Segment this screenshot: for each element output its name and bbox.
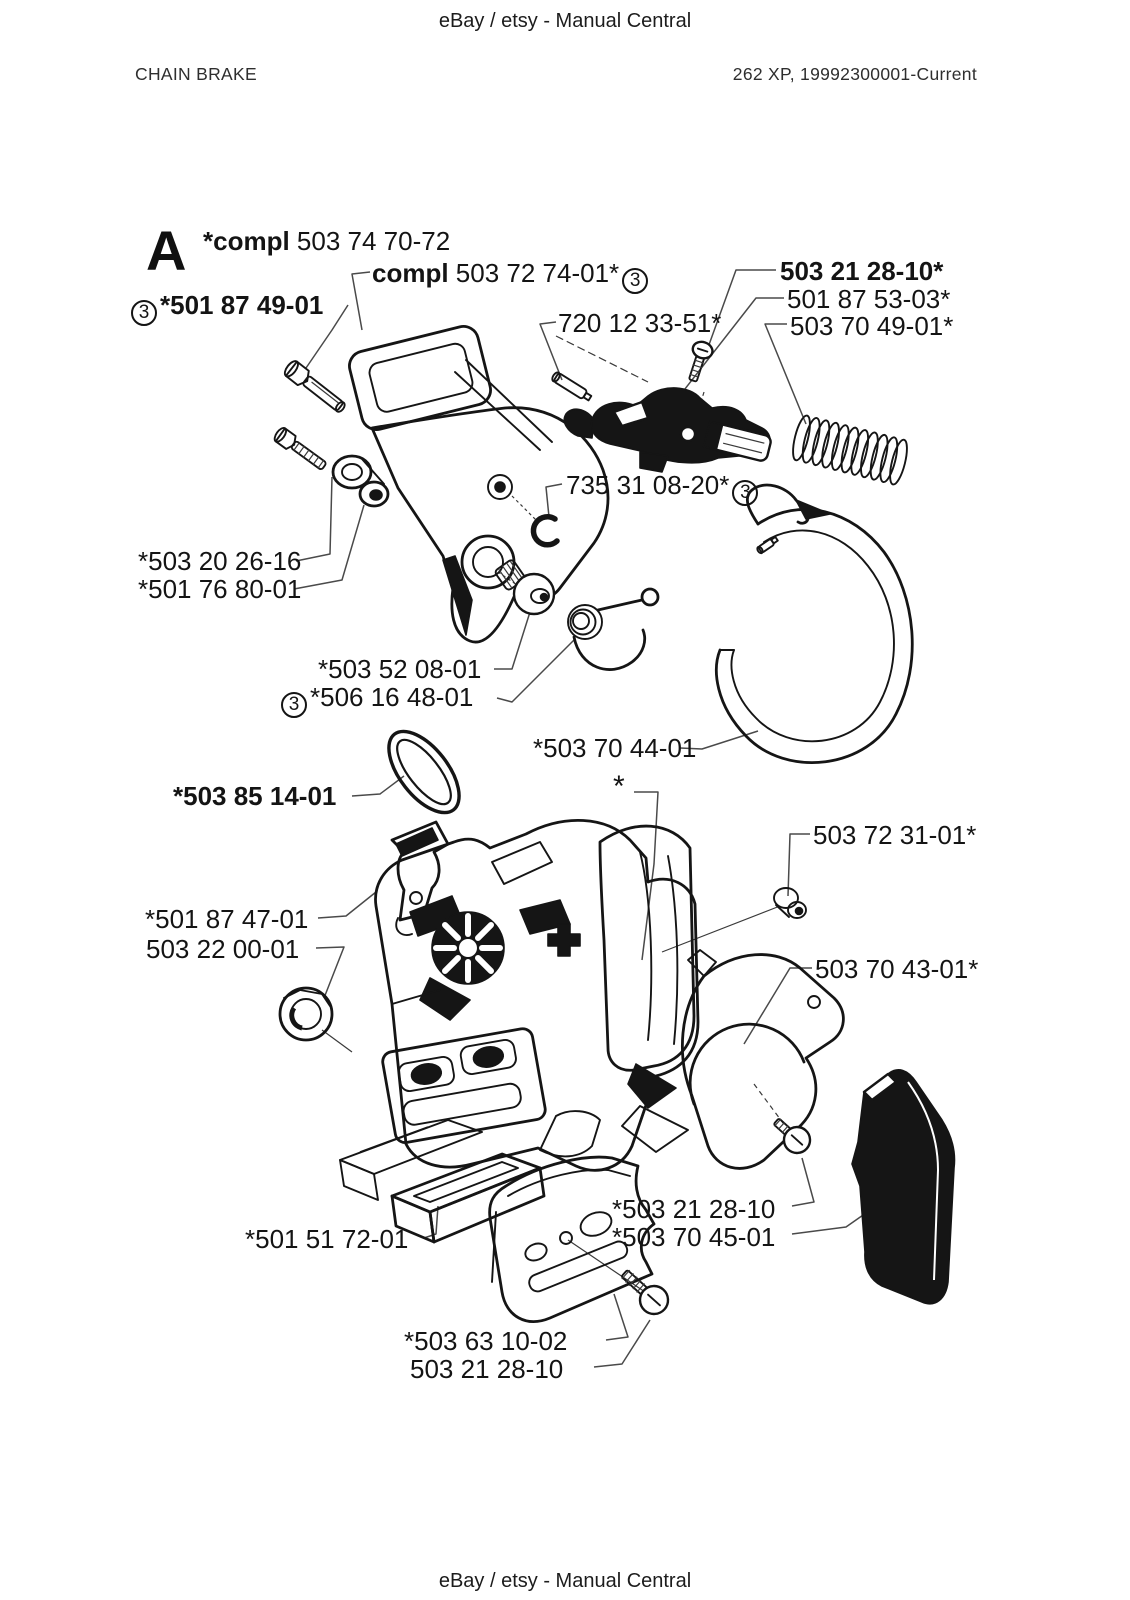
- nut-drawing-503-22-00-01: [278, 986, 334, 1042]
- part-label-735-31-08-20: 735 31 08-20*3: [566, 470, 761, 506]
- part-number: *503 20 26-16: [138, 546, 302, 576]
- screw-drawing-503-21-28-10-bottom: [621, 1269, 670, 1316]
- figure-letter: A: [146, 219, 187, 282]
- part-label-prefix: compl: [372, 258, 449, 288]
- part-number: *501 87 49-01: [160, 290, 324, 320]
- part-label-501-87-49-01: 3*501 87 49-01: [128, 290, 323, 326]
- part-number: 503 70 49-01*: [790, 311, 954, 341]
- part-number: *503 21 28-10: [612, 1194, 776, 1224]
- part-number: *: [613, 770, 625, 803]
- part-label-501-87-53-03: 501 87 53-03*: [787, 284, 950, 314]
- section-title: CHAIN BRAKE: [135, 64, 257, 84]
- part-label-star: *: [613, 772, 625, 802]
- bushing-drawing-503-72-31-01: [773, 887, 807, 919]
- top-banner: eBay / etsy - Manual Central: [438, 10, 692, 32]
- part-number: 503 21 28-10: [410, 1354, 564, 1384]
- guide-plate-drawing-503-63-10-02: [488, 1155, 656, 1323]
- screw-drawing-503-21-28-10-top: [688, 340, 714, 383]
- part-number: 503 22 00-01: [146, 934, 300, 964]
- part-number: 501 87 53-03*: [787, 284, 951, 314]
- part-number: *503 70 45-01: [612, 1222, 776, 1252]
- bolt-drawing-501-87-49-01: [283, 360, 346, 413]
- part-label-503-72-31-01: 503 72 31-01*: [813, 820, 976, 850]
- part-number: 503 21 28-10*: [780, 256, 944, 286]
- part-label-503-70-43-01: 503 70 43-01*: [815, 954, 978, 984]
- oval-ring-drawing-503-85-14-01: [387, 729, 461, 815]
- part-number: *503 85 14-01: [173, 781, 337, 811]
- grommet-drawing-501-76-80-01: [331, 454, 390, 508]
- part-label-503-72-74-01: compl 503 72 74-01*3: [372, 258, 651, 294]
- part-label-503-63-10-02: *503 63 10-02: [404, 1326, 567, 1356]
- part-number: *501 87 47-01: [145, 904, 309, 934]
- torsion-spring-drawing-506-16-48-01: [567, 587, 660, 671]
- part-number: *503 70 44-01: [533, 733, 697, 763]
- pin-drawing-720-12-33-51: [551, 371, 593, 402]
- part-label-503-74-70-72: *compl 503 74 70-72: [203, 226, 450, 256]
- spring-drawing-503-70-49-01: [792, 414, 908, 486]
- cover-drawing-starred: [598, 824, 696, 1153]
- part-label-501-87-47-01: *501 87 47-01: [145, 904, 308, 934]
- part-number: *501 76 80-01: [138, 574, 302, 604]
- screw-drawing-503-20-26-16: [273, 426, 327, 470]
- part-number: 720 12 33-51*: [558, 308, 722, 338]
- leader-lines: [293, 269, 867, 1368]
- part-label-501-76-80-01: *501 76 80-01: [138, 574, 301, 604]
- part-label-503-70-45-01: *503 70 45-01: [612, 1222, 775, 1252]
- quantity-badge: 3: [281, 692, 307, 718]
- part-number: 503 72 74-01*: [448, 258, 620, 288]
- brake-lever-drawing-501-87-53-03: [563, 387, 772, 473]
- part-label-503-70-49-01: 503 70 49-01*: [790, 311, 953, 341]
- hand-guard-drawing: [348, 325, 610, 644]
- brake-band-drawing-503-70-44-01: [715, 483, 914, 764]
- part-label-503-70-44-01: *503 70 44-01: [533, 733, 696, 763]
- part-label-503-21-28-10-c: 503 21 28-10: [410, 1354, 563, 1384]
- knob-drawing-503-52-08-01: [494, 559, 556, 616]
- bottom-banner: eBay / etsy - Manual Central: [438, 1570, 692, 1592]
- part-number: *503 63 10-02: [404, 1326, 568, 1356]
- part-number: 503 72 31-01*: [813, 820, 977, 850]
- part-label-prefix: *compl: [203, 226, 290, 256]
- part-label-503-21-28-10-b: *503 21 28-10: [612, 1194, 775, 1224]
- e-clip-drawing-735-31-08-20: [530, 514, 560, 548]
- housing-drawing: [374, 818, 700, 1172]
- part-number: *503 52 08-01: [318, 654, 482, 684]
- side-cover-drawing-503-70-43-01: [681, 949, 845, 1170]
- part-label-503-21-28-10: 503 21 28-10*: [780, 256, 943, 286]
- black-cover-drawing-503-70-45-01: [851, 1069, 956, 1305]
- part-label-720-12-33-51: 720 12 33-51*: [558, 308, 721, 338]
- quantity-badge: 3: [622, 268, 649, 294]
- part-label-503-52-08-01: *503 52 08-01: [318, 654, 481, 684]
- part-label-503-22-00-01: 503 22 00-01: [146, 934, 299, 964]
- part-label-506-16-48-01: 3*506 16 48-01: [278, 682, 473, 718]
- model-info: 262 XP, 19992300001-Current: [732, 64, 977, 84]
- quantity-badge: 3: [732, 480, 759, 506]
- part-number: 735 31 08-20*: [566, 470, 730, 500]
- part-number: 503 70 43-01*: [815, 954, 979, 984]
- part-number: 503 74 70-72: [289, 226, 451, 256]
- part-label-503-85-14-01: *503 85 14-01: [173, 781, 336, 811]
- part-label-501-51-72-01: *501 51 72-01: [245, 1224, 408, 1254]
- part-number: *506 16 48-01: [310, 682, 474, 712]
- part-label-503-20-26-16: *503 20 26-16: [138, 546, 301, 576]
- quantity-badge: 3: [131, 300, 157, 326]
- part-number: *501 51 72-01: [245, 1224, 409, 1254]
- screw-drawing-503-21-28-10-side: [773, 1118, 812, 1155]
